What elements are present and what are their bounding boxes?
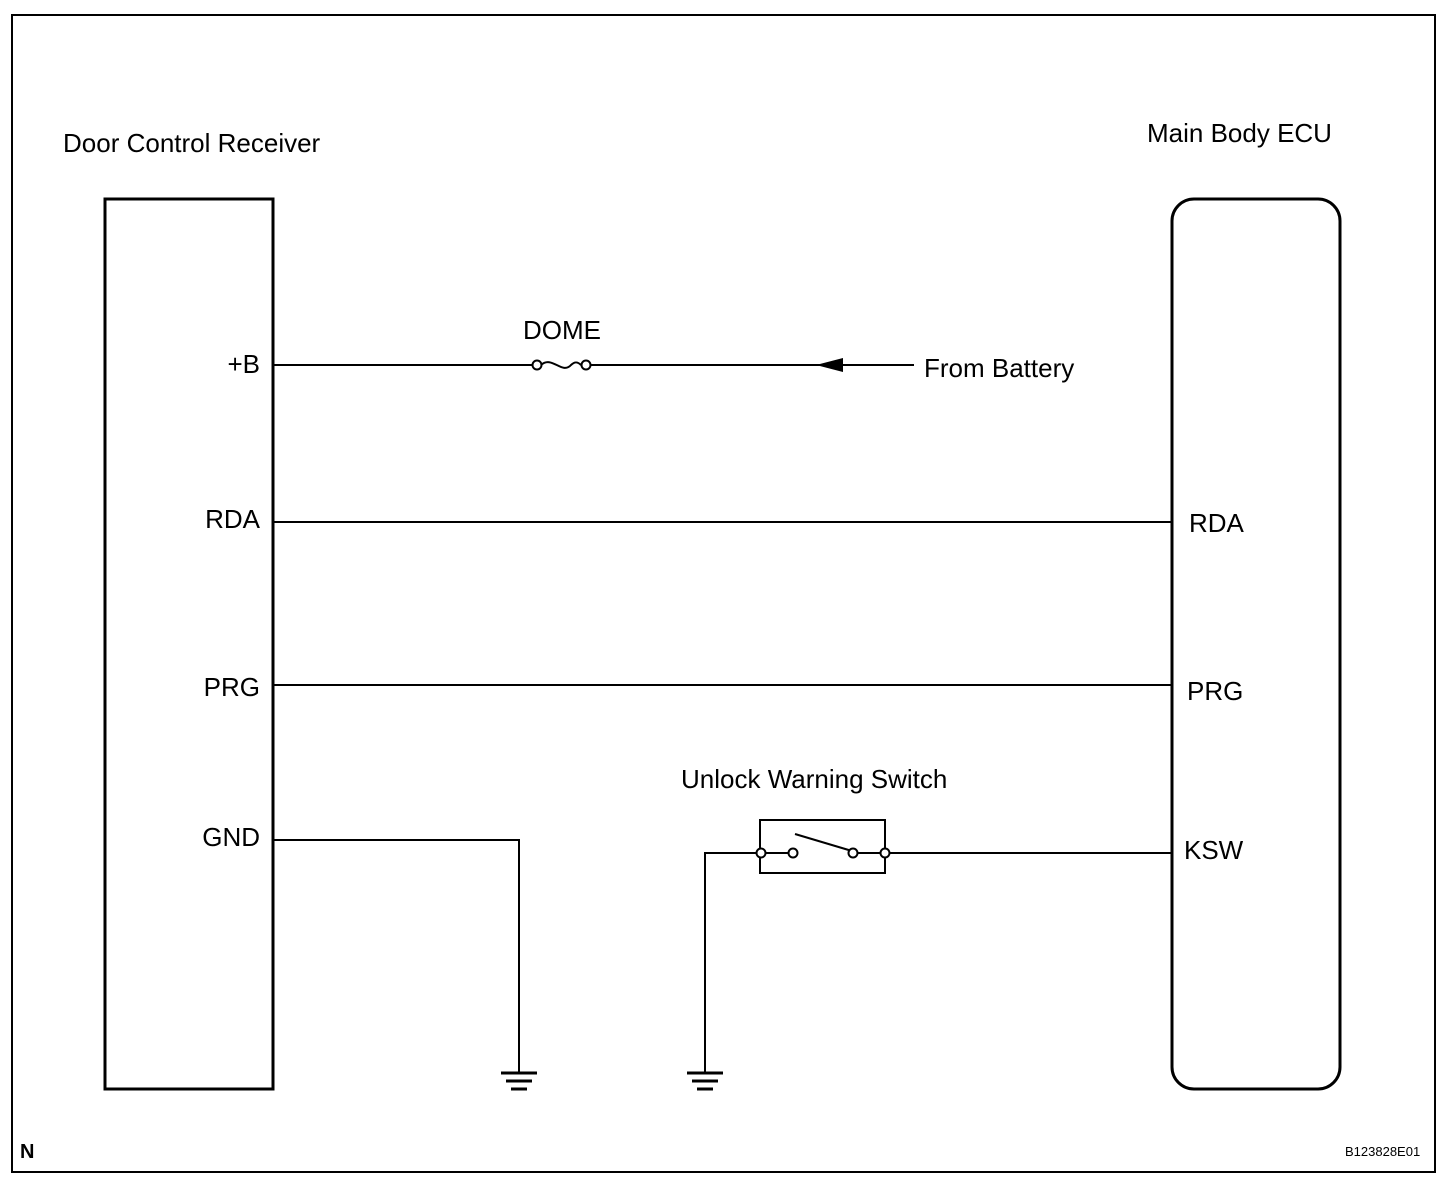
gnd-wire [274, 839, 520, 1073]
dome-fuse-symbol [531, 359, 592, 371]
receiver-pin-prg: PRG [204, 672, 260, 702]
diagram-code: B123828E01 [1345, 1144, 1420, 1159]
battery-label: From Battery [924, 353, 1074, 383]
receiver-title: Door Control Receiver [63, 128, 321, 158]
switch-label: Unlock Warning Switch [681, 764, 947, 794]
switch-ground-wire [704, 852, 756, 1073]
ground-icon [687, 1071, 723, 1091]
diagram-frame [11, 14, 1436, 1173]
fuse-label: DOME [523, 315, 601, 345]
corner-letter: N [20, 1141, 34, 1163]
main-body-ecu-box [1170, 197, 1342, 1091]
ground-icon [501, 1071, 537, 1091]
ecu-pin-ksw: KSW [1184, 835, 1244, 865]
ecu-pin-prg: PRG [1187, 676, 1243, 706]
unlock-warning-switch-symbol [755, 819, 891, 874]
receiver-pin-b: +B [227, 349, 260, 379]
ecu-title: Main Body ECU [1147, 118, 1332, 148]
door-control-receiver-box [103, 197, 275, 1091]
receiver-pin-rda: RDA [205, 504, 261, 534]
receiver-pin-gnd: GND [202, 822, 260, 852]
battery-arrow-icon [816, 358, 843, 372]
ecu-pin-rda: RDA [1189, 508, 1245, 538]
